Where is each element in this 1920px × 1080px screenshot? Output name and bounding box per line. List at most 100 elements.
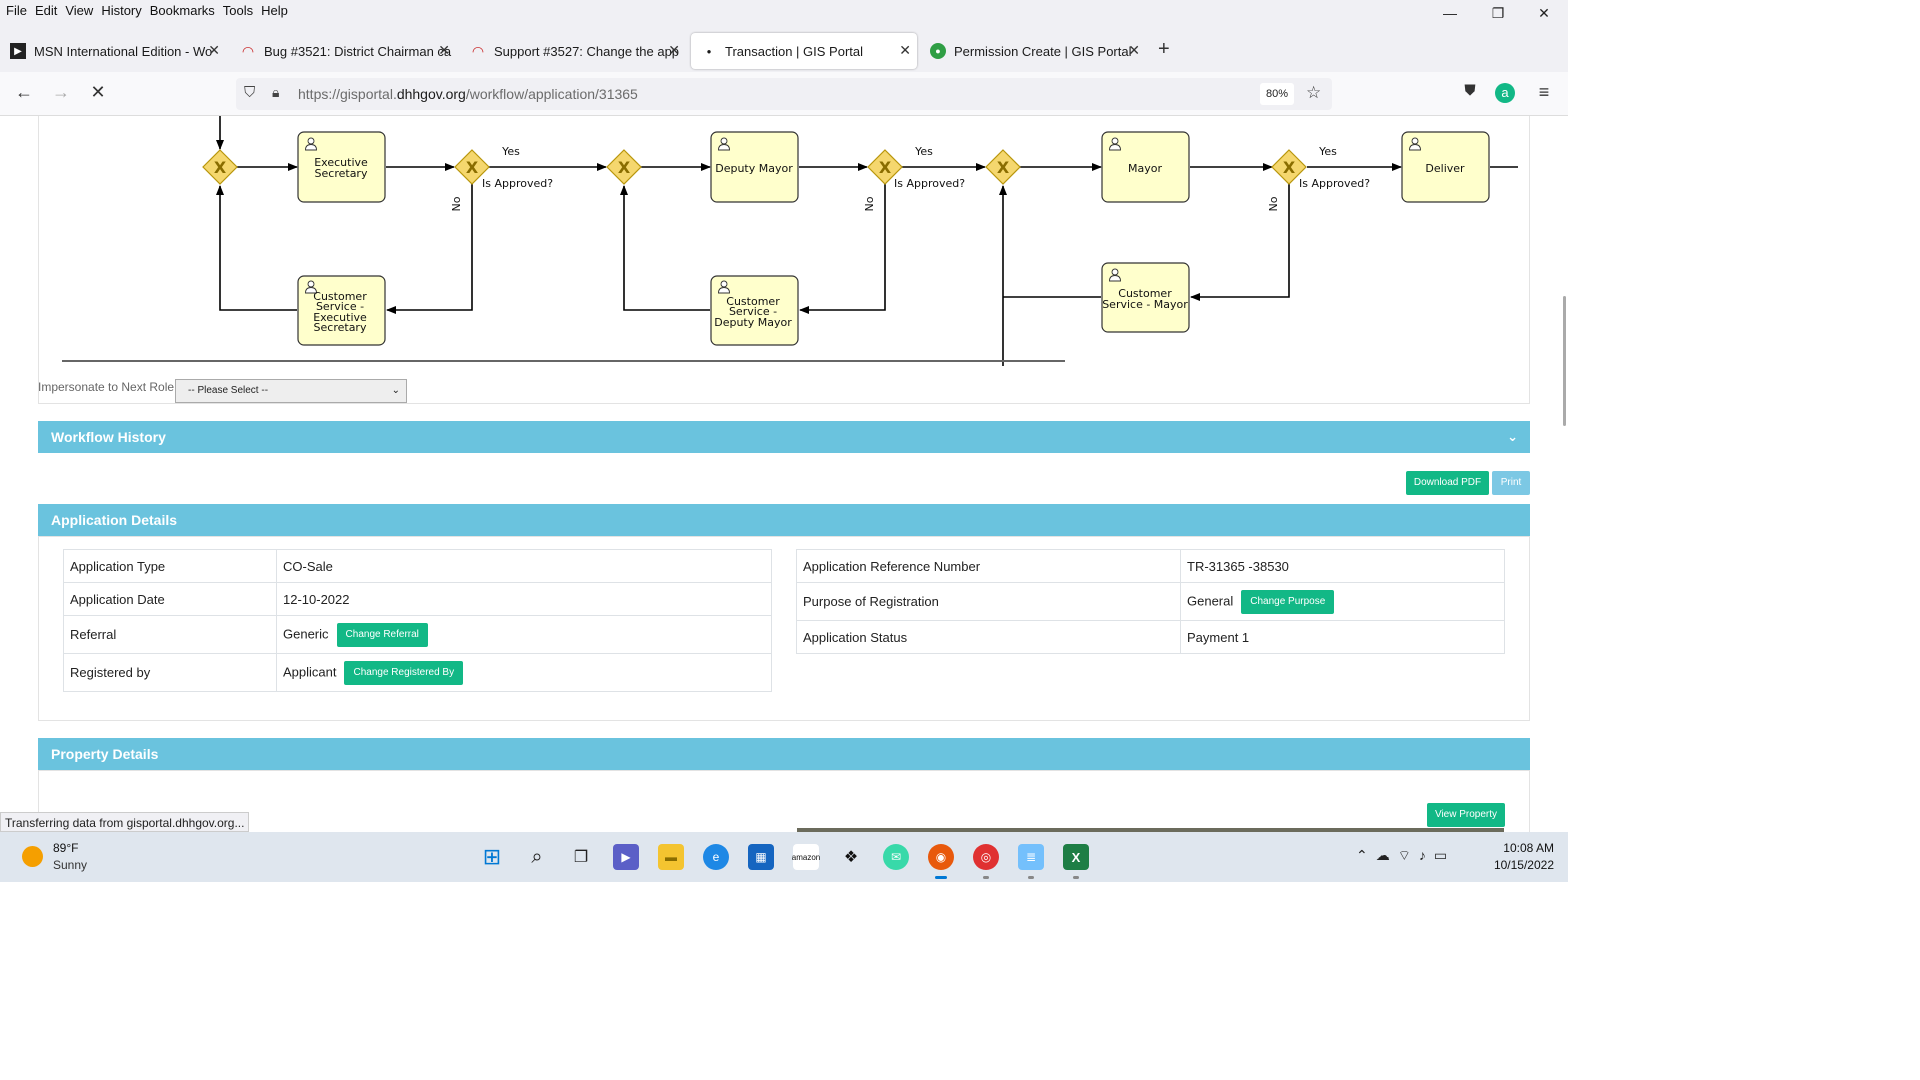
shield-icon[interactable]: ⛉ bbox=[244, 84, 256, 101]
notepad-icon[interactable]: ≣ bbox=[1018, 844, 1044, 870]
tab-transaction[interactable]: ● Transaction | GIS Portal ✕ bbox=[691, 33, 917, 69]
windows-start-icon[interactable]: ⊞ bbox=[482, 844, 502, 869]
tab-bug-3521[interactable]: ◠ Bug #3521: District Chairman ca ✕ bbox=[230, 33, 456, 69]
hamburger-menu-icon[interactable]: ≡ bbox=[1538, 82, 1550, 102]
menu-view[interactable]: View bbox=[65, 3, 94, 18]
wifi-icon[interactable]: ⌔ bbox=[1397, 847, 1419, 863]
excel-icon[interactable]: X bbox=[1063, 844, 1089, 870]
lock-icon[interactable]: 🔒︎ bbox=[272, 84, 280, 100]
no-label: No bbox=[1267, 196, 1280, 211]
active-app-indicator bbox=[935, 876, 947, 879]
file-explorer-icon[interactable]: ▬ bbox=[658, 844, 684, 870]
close-tab-icon[interactable]: ✕ bbox=[899, 42, 911, 58]
impersonate-label: Impersonate to Next Role bbox=[38, 380, 175, 394]
tab-title: Permission Create | GIS Portal bbox=[954, 43, 1132, 59]
menu-tools[interactable]: Tools bbox=[222, 3, 254, 18]
diagram-card bbox=[38, 116, 1530, 404]
row-value: CO-Sale bbox=[276, 549, 772, 583]
change-purpose-button[interactable]: Change Purpose bbox=[1241, 589, 1335, 614]
panel-title: Workflow History bbox=[51, 429, 166, 445]
messenger-icon[interactable]: ✉ bbox=[883, 844, 909, 870]
menu-edit[interactable]: Edit bbox=[34, 3, 58, 18]
change-registered-by-button[interactable]: Change Registered By bbox=[344, 660, 464, 685]
menu-bookmarks[interactable]: Bookmarks bbox=[149, 3, 215, 18]
weather-condition[interactable]: Sunny bbox=[53, 858, 88, 872]
system-tray[interactable]: ⌃☁⌔♪▭ bbox=[1356, 847, 1455, 865]
chevron-down-icon[interactable]: ⌄ bbox=[1507, 429, 1518, 444]
forward-arrow-icon[interactable]: → bbox=[52, 82, 70, 102]
page-scrollbar[interactable] bbox=[1563, 296, 1566, 426]
close-tab-icon[interactable]: ✕ bbox=[668, 42, 680, 58]
dropbox-icon[interactable]: ❖ bbox=[843, 849, 859, 866]
taskbar: 89°F Sunny ⊞ ⌕ ❐ ▶ ▬ e ▦ amazon ❖ ✉ ◉ ◎ … bbox=[0, 832, 1568, 882]
minimize-button[interactable]: — bbox=[1443, 5, 1457, 21]
question-label: Is Approved? bbox=[1299, 177, 1370, 190]
close-tab-icon[interactable]: ✕ bbox=[208, 42, 220, 58]
chrome-icon[interactable]: ◎ bbox=[973, 844, 999, 870]
star-bookmark-icon[interactable]: ☆ bbox=[1306, 83, 1322, 102]
address-bar[interactable]: ⛉ 🔒︎ https://gisportal.dhhgov.org/workfl… bbox=[236, 78, 1332, 110]
task-deputy-mayor[interactable]: Deputy Mayor bbox=[710, 131, 799, 203]
download-pdf-button[interactable]: Download PDF bbox=[1406, 471, 1489, 495]
task-customer-service-executive-secretary[interactable]: Customer Service - Executive Secretary bbox=[297, 275, 386, 346]
edge-icon[interactable]: e bbox=[703, 844, 729, 870]
property-details-header: Property Details bbox=[38, 738, 1530, 770]
tab-permission-create[interactable]: ● Permission Create | GIS Portal ✕ bbox=[920, 33, 1146, 69]
task-mayor[interactable]: Mayor bbox=[1101, 131, 1190, 203]
menu-help[interactable]: Help bbox=[261, 3, 288, 18]
gateway-5 bbox=[985, 149, 1021, 185]
store-icon[interactable]: ▦ bbox=[748, 844, 774, 870]
pocket-icon[interactable]: ⛊ bbox=[1464, 82, 1476, 99]
new-tab-button[interactable]: + bbox=[1158, 38, 1170, 60]
zoom-level[interactable]: 80% bbox=[1260, 83, 1294, 105]
row-label: Referral bbox=[63, 615, 277, 654]
restore-button[interactable]: ❐ bbox=[1491, 5, 1505, 21]
svg-text:Secretary: Secretary bbox=[314, 321, 367, 334]
yes-label: Yes bbox=[1318, 145, 1337, 158]
tab-support-3527[interactable]: ◠ Support #3527: Change the app ✕ bbox=[460, 33, 686, 69]
svg-text:Customer: Customer bbox=[313, 290, 367, 303]
svg-text:Customer: Customer bbox=[726, 295, 780, 308]
menu-file[interactable]: File bbox=[6, 3, 27, 18]
print-button[interactable]: Print bbox=[1492, 471, 1530, 495]
clock[interactable]: 10:08 AM 10/15/2022 bbox=[1494, 840, 1554, 874]
menu-history[interactable]: History bbox=[101, 3, 142, 18]
url-text[interactable]: https://gisportal.dhhgov.org/workflow/ap… bbox=[298, 86, 638, 102]
battery-icon[interactable]: ▭ bbox=[1433, 847, 1456, 863]
task-executive-secretary[interactable]: Executive Secretary bbox=[297, 131, 386, 203]
search-icon[interactable]: ⌕ bbox=[531, 845, 543, 868]
close-tab-icon[interactable]: ✕ bbox=[438, 42, 450, 58]
onedrive-cloud-icon[interactable]: ☁ bbox=[1375, 847, 1398, 863]
amazon-icon[interactable]: amazon bbox=[792, 844, 820, 870]
impersonate-role-select[interactable]: -- Please Select -- ⌄ bbox=[175, 379, 407, 403]
workflow-history-header[interactable]: Workflow History ⌄ bbox=[38, 421, 1530, 453]
teams-chat-icon[interactable]: ▶ bbox=[613, 844, 639, 870]
extension-icon[interactable]: a bbox=[1495, 83, 1515, 103]
chevron-up-icon[interactable]: ⌃ bbox=[1356, 847, 1376, 863]
url-path: /workflow/application/31365 bbox=[465, 86, 638, 102]
task-customer-service-deputy-mayor[interactable]: Customer Service - Deputy Mayor bbox=[710, 275, 799, 346]
task-view-icon[interactable]: ❐ bbox=[573, 849, 589, 866]
task-deliver[interactable]: Deliver bbox=[1401, 131, 1490, 203]
svg-text:Deputy Mayor: Deputy Mayor bbox=[715, 162, 793, 175]
yes-label: Yes bbox=[914, 145, 933, 158]
back-arrow-icon[interactable]: ← bbox=[15, 82, 33, 102]
view-property-button[interactable]: View Property bbox=[1427, 803, 1505, 827]
task-customer-service-mayor[interactable]: Customer Service - Mayor bbox=[1101, 262, 1190, 333]
application-details-right-table: Application Reference Number TR-31365 -3… bbox=[796, 549, 1505, 654]
window-close-button[interactable]: ✕ bbox=[1538, 5, 1550, 21]
row-value: Payment 1 bbox=[1180, 620, 1505, 654]
stop-loading-icon[interactable]: ✕ bbox=[90, 82, 106, 102]
change-referral-button[interactable]: Change Referral bbox=[336, 622, 428, 647]
volume-icon[interactable]: ♪ bbox=[1418, 847, 1434, 863]
sun-weather-icon[interactable] bbox=[22, 846, 43, 867]
table-row: Application Type CO-Sale bbox=[63, 549, 772, 583]
row-label: Registered by bbox=[63, 653, 277, 692]
weather-temperature[interactable]: 89°F bbox=[53, 841, 79, 855]
close-tab-icon[interactable]: ✕ bbox=[1128, 42, 1140, 58]
tab-msn[interactable]: ▶ MSN International Edition - Wo ✕ bbox=[0, 33, 226, 69]
gateway-3 bbox=[606, 149, 642, 185]
firefox-icon[interactable]: ◉ bbox=[928, 844, 954, 870]
